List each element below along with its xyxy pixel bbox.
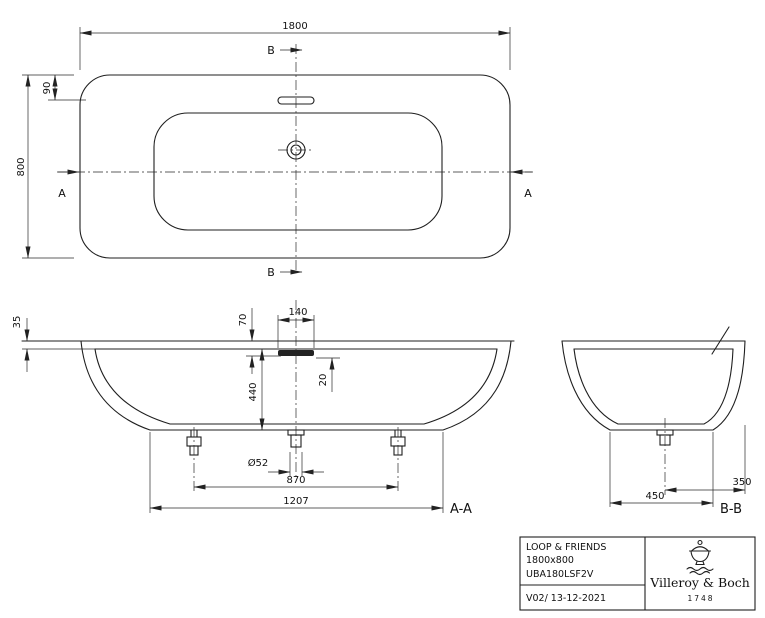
dim-text-depth: 440 <box>248 382 259 401</box>
brand-established-year: 1748 <box>687 594 714 603</box>
tureen-knob <box>697 539 703 546</box>
dim-140: 140 <box>277 307 315 348</box>
tureen-bowl <box>690 550 710 563</box>
drain-pipe <box>290 434 302 448</box>
dim-870: 870 <box>193 475 399 490</box>
dim-text-base-length: 1207 <box>283 496 308 507</box>
section-aa-label: A-A <box>450 502 472 517</box>
dim-20: 20 <box>316 357 340 392</box>
dim-text-base-width: 450 <box>645 491 664 502</box>
foot-right <box>390 427 406 491</box>
dim-text-length: 1800 <box>282 21 307 32</box>
tureen-lid <box>690 546 710 552</box>
dim-text-drain-diameter: Ø52 <box>248 457 269 469</box>
dim-text-width: 800 <box>16 157 27 176</box>
dim-text-overflow-drop: 70 <box>238 314 249 327</box>
article-number: UBA180LSF2V <box>526 569 594 580</box>
drain-fitting-aa <box>287 429 305 448</box>
section-a-label: A <box>524 187 532 200</box>
dim-1800: 1800 <box>79 21 511 70</box>
title-block-border <box>519 536 756 611</box>
tub-inner-basin <box>153 112 443 231</box>
section-marker-b-top: B <box>267 44 303 57</box>
wave-line-1 <box>686 566 714 572</box>
shell-inner-profile <box>573 348 734 425</box>
dim-text-overflow-width: 140 <box>288 307 307 318</box>
title-block: LOOP & FRIENDS 1800x800 UBA180LSF2V V02/… <box>519 536 756 611</box>
top-view: 1800 800 90 B B A A <box>16 21 533 279</box>
section-marker-a-right: A <box>510 169 532 200</box>
tureen-foot <box>695 560 705 566</box>
dim-text-overflow-offset: 90 <box>42 82 53 95</box>
dim-440: 440 <box>248 348 265 431</box>
break-line <box>711 326 730 355</box>
dim-text-overflow-slot: 20 <box>318 374 329 387</box>
dim-text-drain-offset: 350 <box>732 477 751 488</box>
overflow-slot-section <box>278 350 314 356</box>
dim-35: 35 <box>12 316 30 372</box>
villeroy-boch-logo-icon <box>686 539 714 576</box>
section-a-label: A <box>58 187 66 200</box>
brand-name: Villeroy & Boch <box>649 575 750 590</box>
section-marker-a-left: A <box>58 169 80 200</box>
dim-text-feet-spacing: 870 <box>286 475 305 486</box>
dim-90: 90 <box>42 74 86 101</box>
tub-outer-rim <box>79 74 511 259</box>
dim-text-rim-height: 35 <box>12 316 23 329</box>
dim-1207: 1207 <box>149 432 444 513</box>
section-b-label: B <box>267 266 275 279</box>
section-bb-label: B-B <box>720 502 742 517</box>
foot-left <box>186 427 202 491</box>
section-marker-b-bottom: B <box>267 266 303 279</box>
section-aa-view: 35 70 140 20 440 <box>12 300 515 517</box>
dim-drain-diameter: Ø52 <box>248 452 324 476</box>
dim-350: 350 <box>664 425 752 494</box>
dim-800: 800 <box>16 74 74 259</box>
dim-450: 450 <box>609 432 714 507</box>
product-size: 1800x800 <box>526 555 574 566</box>
wave-line-2 <box>689 570 711 576</box>
product-series: LOOP & FRIENDS <box>526 542 606 553</box>
section-b-label: B <box>267 44 275 57</box>
shell-inner-profile <box>94 348 498 425</box>
section-bb-view: 350 450 B-B <box>561 326 752 517</box>
version-date: V02/ 13-12-2021 <box>526 593 606 604</box>
